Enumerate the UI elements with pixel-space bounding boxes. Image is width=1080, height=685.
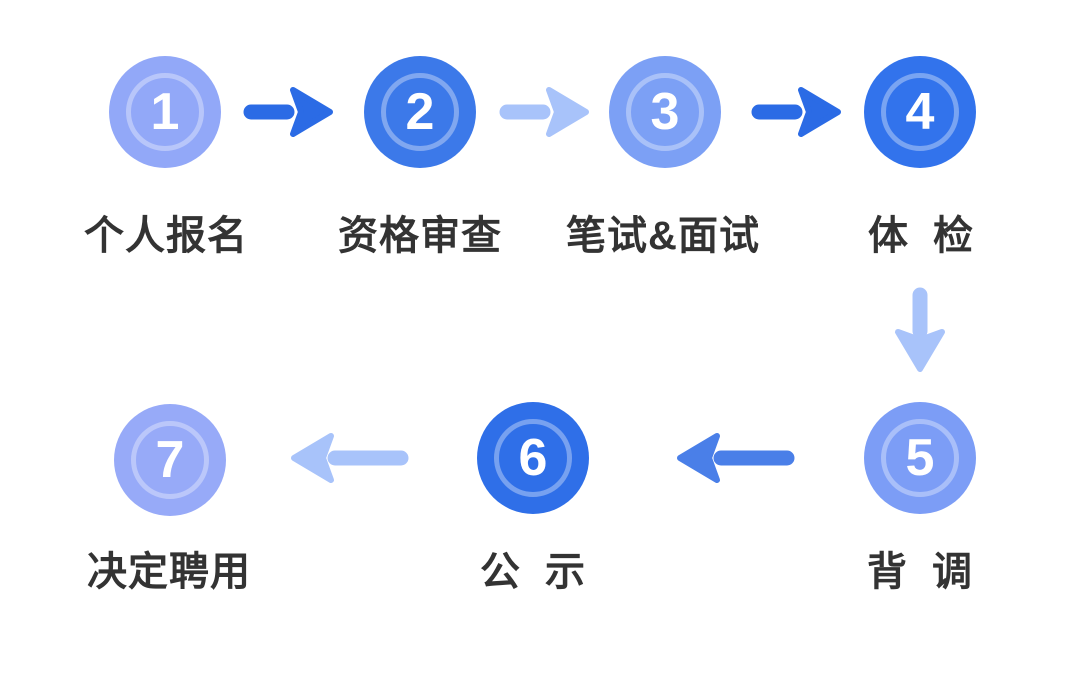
step-4-label: 体 检 bbox=[867, 214, 975, 258]
step-6-label: 公 示 bbox=[479, 550, 587, 594]
step-2-number: 2 bbox=[405, 83, 435, 141]
step-5-circle: 5 bbox=[864, 402, 976, 514]
step-1-ring bbox=[126, 73, 204, 151]
step-4-circle: 4 bbox=[864, 56, 976, 168]
arrow-step4-to-step5-icon bbox=[888, 284, 952, 381]
step-2-ring bbox=[381, 73, 459, 151]
step-1-circle: 1 bbox=[109, 56, 221, 168]
step-4-ring bbox=[881, 73, 959, 151]
step-4-number: 4 bbox=[905, 83, 935, 141]
arrow-step2-to-step3-icon bbox=[496, 80, 592, 149]
step-7-ring bbox=[131, 421, 209, 499]
arrow-step5-to-step6-icon bbox=[674, 426, 798, 495]
arrow-step6-to-step7-icon bbox=[288, 426, 412, 495]
arrow-step3-to-step4-icon bbox=[748, 80, 844, 149]
step-3-circle: 3 bbox=[609, 56, 721, 168]
step-5-number: 5 bbox=[905, 429, 935, 487]
step-3-label: 笔试&面试 bbox=[566, 214, 760, 258]
step-3-number: 3 bbox=[650, 83, 680, 141]
step-6-ring bbox=[494, 419, 572, 497]
step-7-label: 决定聘用 bbox=[87, 550, 251, 594]
arrow-step1-to-step2-icon bbox=[240, 80, 336, 149]
step-7-number: 7 bbox=[155, 431, 185, 489]
step-1-number: 1 bbox=[150, 83, 180, 141]
step-2-circle: 2 bbox=[364, 56, 476, 168]
step-6-number: 6 bbox=[518, 429, 548, 487]
step-1-label: 个人报名 bbox=[84, 214, 248, 258]
step-7-circle: 7 bbox=[114, 404, 226, 516]
step-6-circle: 6 bbox=[477, 402, 589, 514]
step-3-ring bbox=[626, 73, 704, 151]
step-5-label: 背 调 bbox=[866, 550, 974, 594]
step-2-label: 资格审查 bbox=[338, 214, 502, 258]
step-5-ring bbox=[881, 419, 959, 497]
